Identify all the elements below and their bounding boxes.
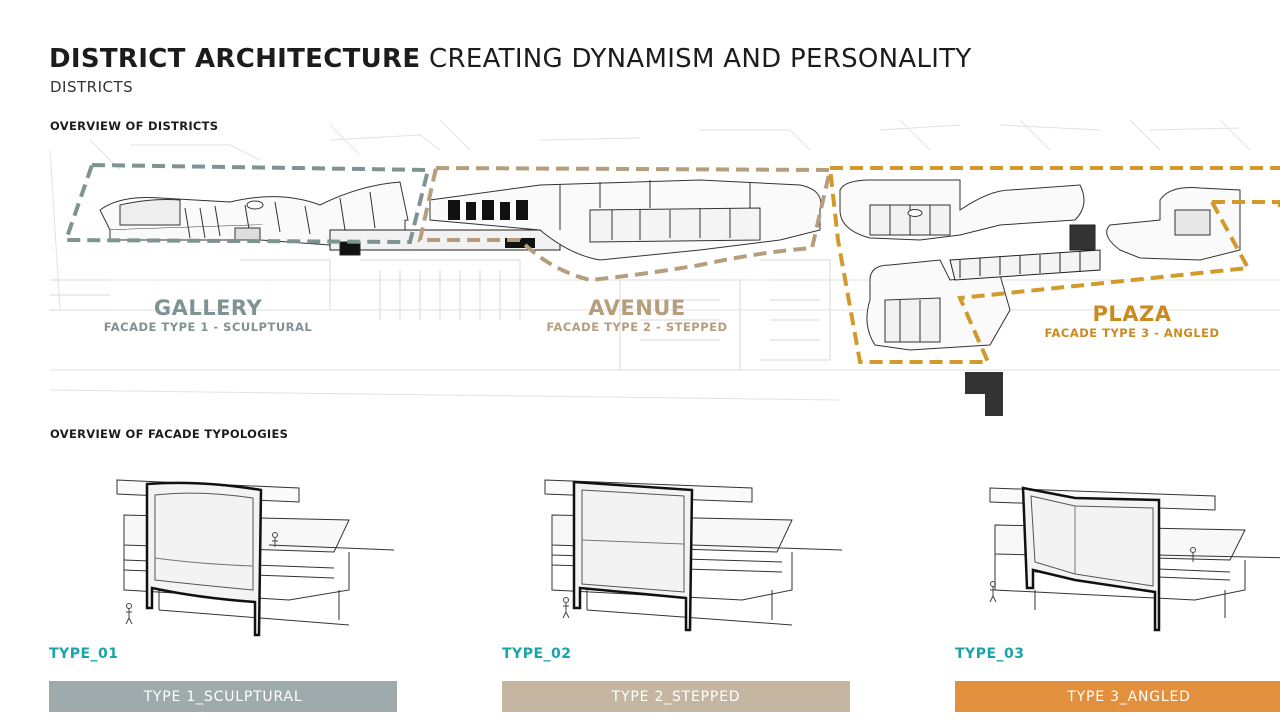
human-figure [989,547,1196,603]
facade-type-3-label-bar: TYPE 3_ANGLED [955,681,1280,712]
avenue-dark-frames [448,200,535,248]
page-title-bold: DISTRICT ARCHITECTURE [49,44,421,74]
district-name-avenue: AVENUE [588,296,686,320]
facade-type-2-label-bar: TYPE 2_STEPPED [502,681,850,712]
facade-type-1-label-bar: TYPE 1_SCULPTURAL [49,681,397,712]
facade-type-2: TYPE_02 TYPE 2_STEPPED [502,460,850,720]
page-subtitle: DISTRICTS [50,78,134,96]
facade-type-3: TYPE_03 TYPE 3_ANGLED [955,460,1280,720]
district-facade-plaza: FACADE TYPE 3 - ANGLED [1044,326,1220,340]
facade-type-2-id: TYPE_02 [502,646,572,662]
avenue-building [429,179,822,261]
district-plan-drawing [49,119,1280,416]
page-title-light: CREATING DYNAMISM AND PERSONALITY [429,44,972,74]
facade-type-1: TYPE_01 TYPE 1_SCULPTURAL [49,460,397,720]
facade-type-2-drawing [544,479,843,632]
human-figure [562,597,570,619]
section-label-districts: OVERVIEW OF DISTRICTS [50,119,219,133]
district-name-gallery: GALLERY [153,296,263,320]
plaza-escalator [965,372,1003,416]
background-grid [50,259,831,371]
district-facade-avenue: FACADE TYPE 2 - STEPPED [546,320,728,334]
plaza-building-north [839,179,1085,241]
facade-type-1-drawing [116,479,395,637]
gallery-outline [63,162,431,245]
plaza-outline [828,166,1280,364]
avenue-outline [417,165,833,283]
facade-type-3-id: TYPE_03 [955,646,1025,662]
human-figure [125,532,278,625]
page-title: DISTRICT ARCHITECTURE CREATING DYNAMISM … [49,44,972,74]
plaza-building-east [1106,187,1241,261]
plaza-building-south [866,259,1011,351]
plaza-bridge [949,224,1101,281]
district-name-plaza: PLAZA [1092,302,1172,326]
section-label-facades: OVERVIEW OF FACADE TYPOLOGIES [50,427,289,441]
facade-type-1-id: TYPE_01 [49,646,119,662]
facade-type-3-drawing [989,486,1280,632]
district-facade-gallery: FACADE TYPE 1 - SCULPTURAL [103,320,313,334]
